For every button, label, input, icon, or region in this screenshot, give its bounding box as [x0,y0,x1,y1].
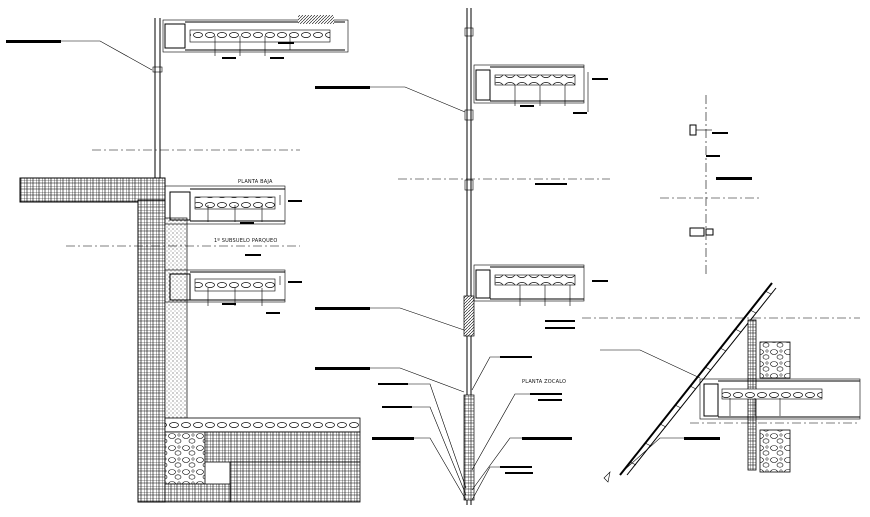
left-section: PLANTA BAJA 1º SUBSUELO PARQUEO [6,15,361,503]
label-planta-zocalo: PLANTA ZOCALO [522,379,566,385]
slope-section [600,282,861,483]
label-subsuelo: 1º SUBSUELO PARQUEO [214,238,278,244]
center-section: PLANTA ZOCALO [315,8,860,505]
right-detail [660,95,760,275]
label-planta-baja: PLANTA BAJA [238,179,273,185]
